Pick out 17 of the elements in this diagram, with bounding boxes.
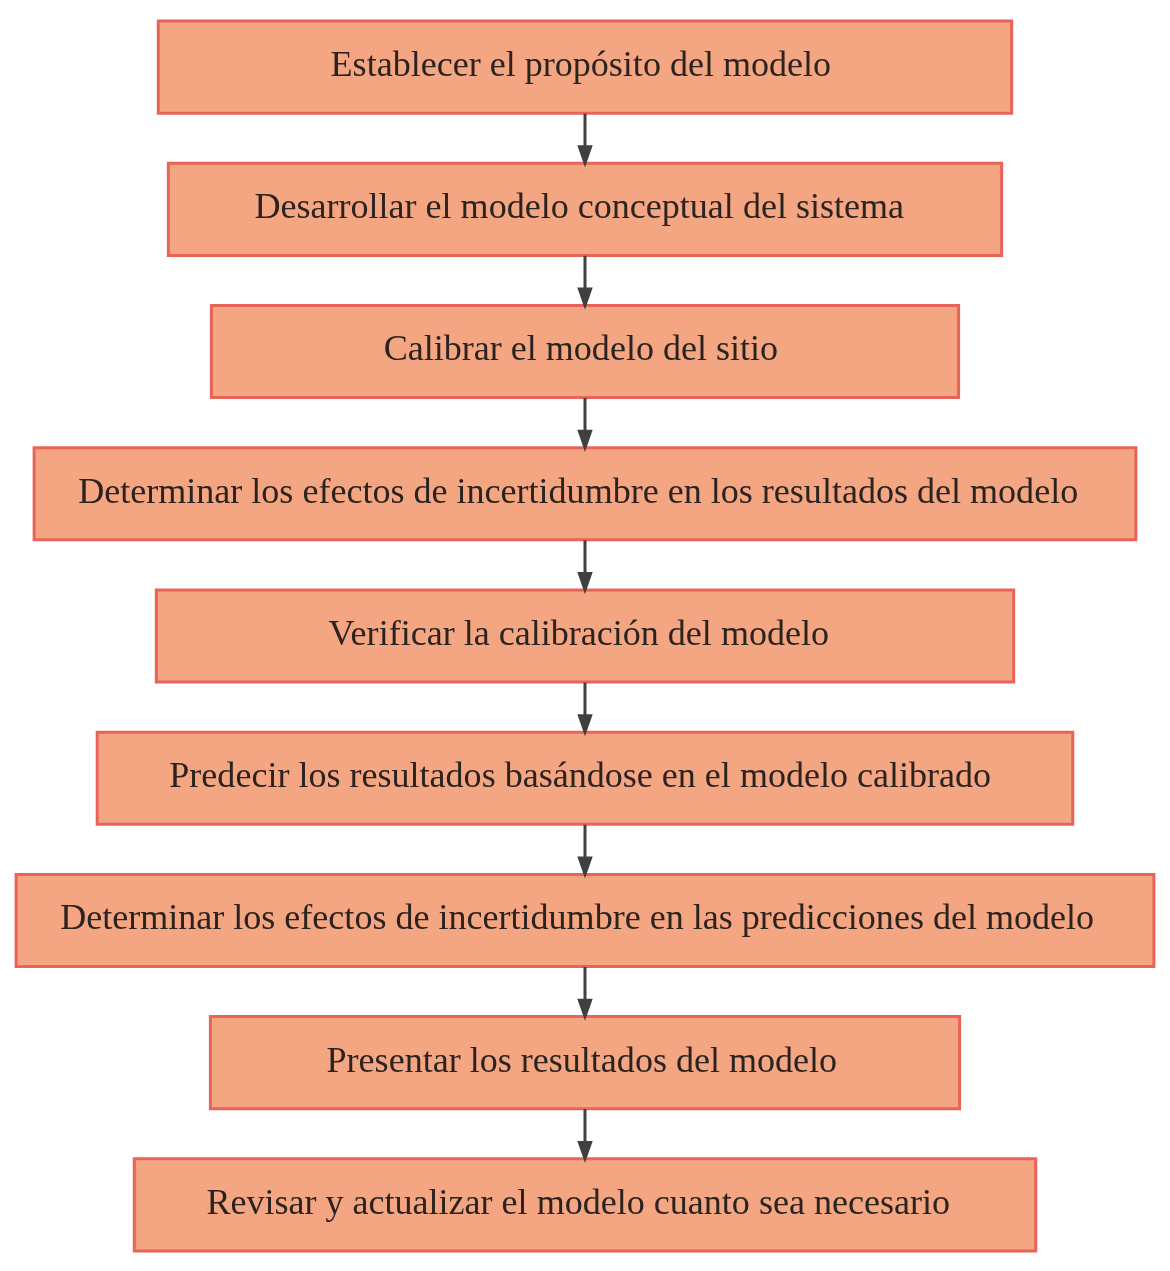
arrow (577, 682, 593, 736)
node-box: Presentar los resultados del modelo (208, 1014, 962, 1110)
node-box: Revisar y actualizar el modelo cuanto sea necesario (132, 1156, 1038, 1252)
node-box: Determinar los efectos de incertidumbre en las predicciones del modelo (14, 872, 1156, 968)
arrow (577, 255, 593, 310)
arrow (577, 397, 593, 452)
node-box: Determinar los efectos de incertidumbre en los resultados del modelo (32, 445, 1138, 541)
arrow (577, 1108, 593, 1163)
arrow (577, 824, 593, 879)
node-box: Establecer el propósito del modelo (156, 19, 1014, 115)
arrow (577, 539, 593, 594)
node-box: Predecir los resultados basándose en el modelo calibrado (95, 730, 1075, 826)
node-box: Desarrollar el modelo conceptual del sistema (166, 161, 1004, 257)
arrow (577, 113, 593, 167)
node-box: Verificar la calibración del modelo (154, 587, 1016, 684)
arrow (577, 966, 593, 1021)
node-box: Calibrar el modelo del sitio (209, 303, 961, 399)
